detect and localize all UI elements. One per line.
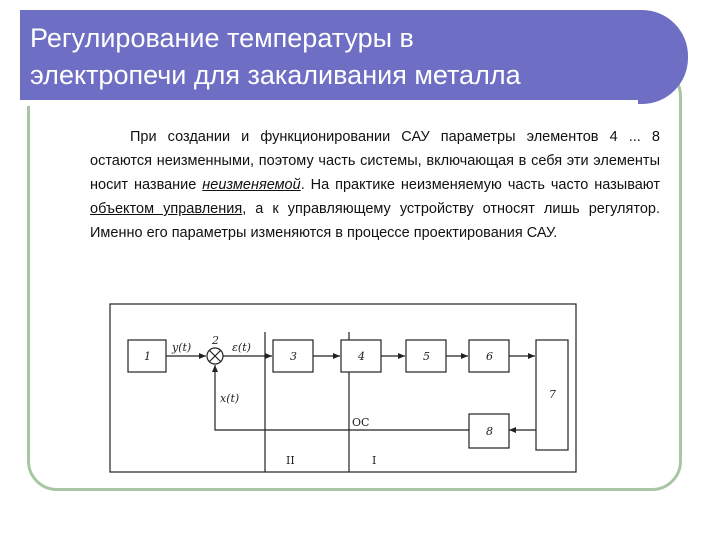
title-underline <box>20 100 638 106</box>
term-unchangeable: неизменяемой <box>202 177 301 193</box>
block-8-label: 8 <box>486 425 493 438</box>
zone-left-label: II <box>286 454 295 467</box>
paragraph-part-2: . На практике неизменяемую часть часто н… <box>300 177 661 193</box>
block-6 <box>468 339 510 373</box>
diagram-border <box>109 303 577 473</box>
signal-e-label: ε(t) <box>232 341 251 354</box>
slide-title: Регулирование температуры в электропечи … <box>30 20 670 94</box>
block-5-label: 5 <box>423 350 430 363</box>
block-4-label: 4 <box>357 350 365 363</box>
block-7-label: 7 <box>549 388 556 401</box>
body-paragraph: При создании и функционировании САУ пара… <box>90 125 660 245</box>
title-bar <box>20 10 688 104</box>
feedback-label: ОС <box>352 416 369 429</box>
term-control-object: объектом управления <box>90 201 243 217</box>
block-3-label: 3 <box>290 350 297 363</box>
paragraph-part-1: При создании и функционировании САУ пара… <box>90 129 660 193</box>
block-4 <box>340 339 382 373</box>
block-1-label: 1 <box>144 350 151 363</box>
diagram-svg: 1 2 3 4 5 6 7 8 y(t) ε(t) x(t) ОС II I <box>109 303 577 473</box>
block-diagram: 1 2 3 4 5 6 7 8 y(t) ε(t) x(t) ОС II I <box>108 302 588 476</box>
feedback-line <box>212 365 469 431</box>
title-line-2: электропечи для закаливания металла <box>30 60 521 90</box>
block-7 <box>535 339 569 451</box>
block-1 <box>127 339 167 373</box>
block-5 <box>405 339 447 373</box>
paragraph-part-3: , а к управляющему устройству относят ли… <box>90 201 660 241</box>
title-line-1: Регулирование температуры в <box>30 23 414 53</box>
signal-y-label: y(t) <box>171 341 191 354</box>
summer-label: 2 <box>211 334 219 347</box>
block-6-label: 6 <box>486 350 493 363</box>
zone-right-label: I <box>372 454 376 467</box>
signal-x-label: x(t) <box>220 392 239 405</box>
